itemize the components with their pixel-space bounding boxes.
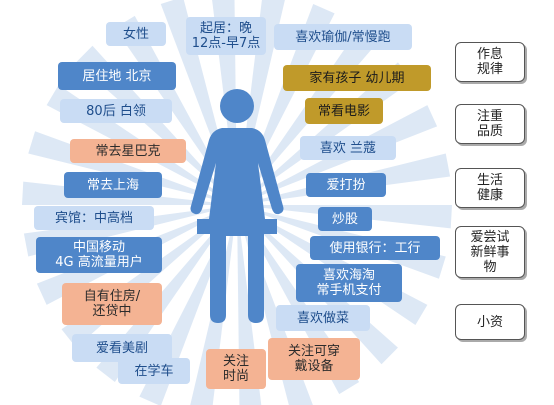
category-quality: 注重 品质 — [455, 104, 525, 144]
label-residence: 居住地 北京 — [58, 62, 176, 90]
label-home: 自有住房/ 还贷中 — [62, 283, 162, 325]
ray — [237, 0, 285, 205]
label-stocks: 炒股 — [318, 207, 372, 231]
label-schedule: 起居：晚 12点-早7点 — [186, 17, 266, 55]
label-drama: 爱看美剧 — [72, 334, 172, 362]
label-lancome: 喜欢 兰蔻 — [300, 136, 396, 160]
label-movies: 常看电影 — [305, 98, 383, 124]
label-age: 80后 白领 — [60, 99, 172, 123]
label-mobile: 中国移动 4G 高流量用户 — [36, 237, 162, 273]
label-shanghai: 常去上海 — [64, 172, 162, 198]
label-yoga: 喜欢瑜伽/常慢跑 — [274, 24, 412, 50]
label-fashion: 关注 时尚 — [206, 349, 266, 389]
label-wearables: 关注可穿 戴设备 — [268, 338, 360, 380]
label-kids: 家有孩子 幼儿期 — [283, 65, 431, 91]
label-driving: 在学车 — [118, 358, 190, 384]
category-healthy: 生活 健康 — [455, 168, 525, 208]
label-bank: 使用银行：工行 — [310, 236, 440, 260]
label-shopping: 喜欢海淘 常手机支付 — [296, 264, 402, 302]
label-starbucks: 常去星巴克 — [70, 139, 186, 163]
label-cooking: 喜欢做菜 — [276, 305, 370, 331]
category-regular-schedule: 作息 规律 — [455, 42, 525, 82]
label-dressup: 爱打扮 — [306, 173, 386, 197]
label-hotel: 宾馆：中高档 — [34, 206, 154, 230]
category-novelty: 爱尝试 新鲜事 物 — [455, 226, 525, 278]
label-gender: 女性 — [106, 22, 166, 46]
category-petty-bourgeois: 小资 — [455, 304, 525, 340]
